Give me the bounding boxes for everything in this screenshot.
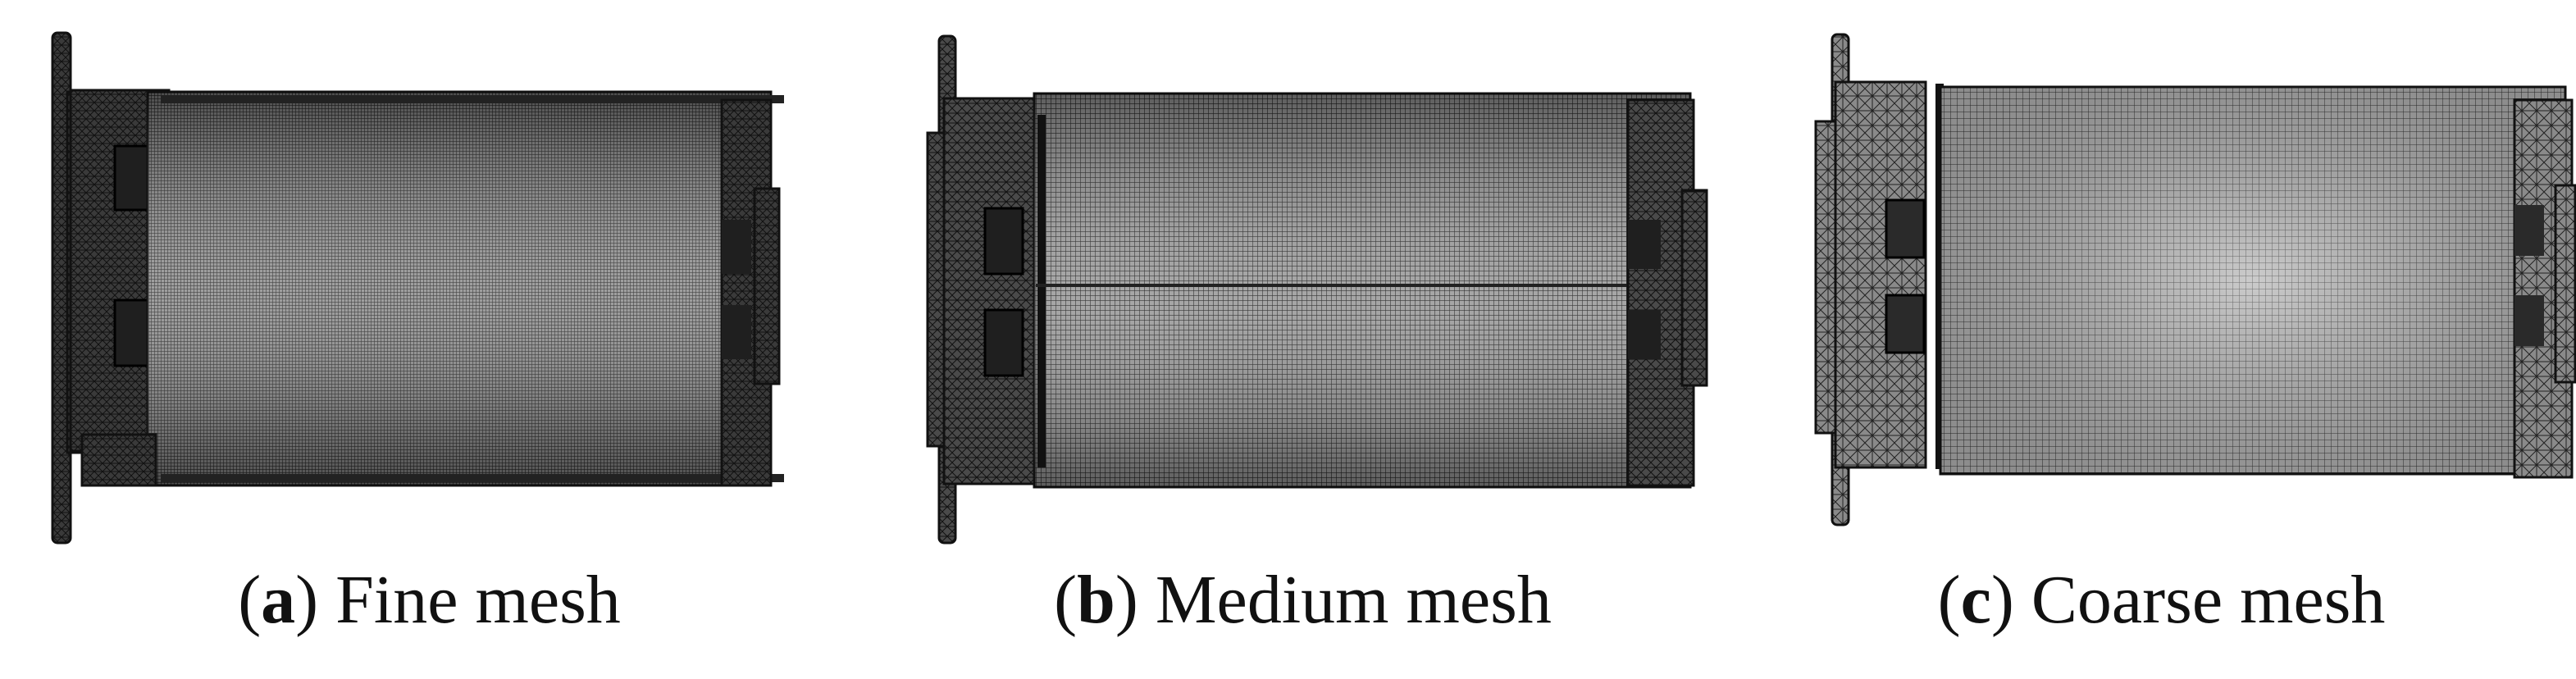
caption-c: (c) Coarse mesh (1937, 562, 2386, 638)
coarse-mesh-image (1814, 33, 2576, 526)
medium-mesh-image (926, 34, 1708, 545)
caption-label: Medium mesh (1155, 562, 1552, 638)
caption-b: (b) Medium mesh (1054, 562, 1552, 638)
panel-a: (a) Fine mesh (0, 0, 859, 679)
fine-mesh-image (51, 31, 784, 545)
panel-b: (b) Medium mesh (873, 0, 1732, 679)
panel-c: (c) Coarse mesh (1747, 0, 2576, 679)
caption-letter: c (1960, 562, 1991, 638)
caption-label: Coarse mesh (2031, 562, 2386, 638)
caption-letter: a (261, 562, 296, 638)
caption-a: (a) Fine mesh (238, 562, 621, 638)
caption-letter: b (1077, 562, 1115, 638)
caption-label: Fine mesh (335, 562, 621, 638)
